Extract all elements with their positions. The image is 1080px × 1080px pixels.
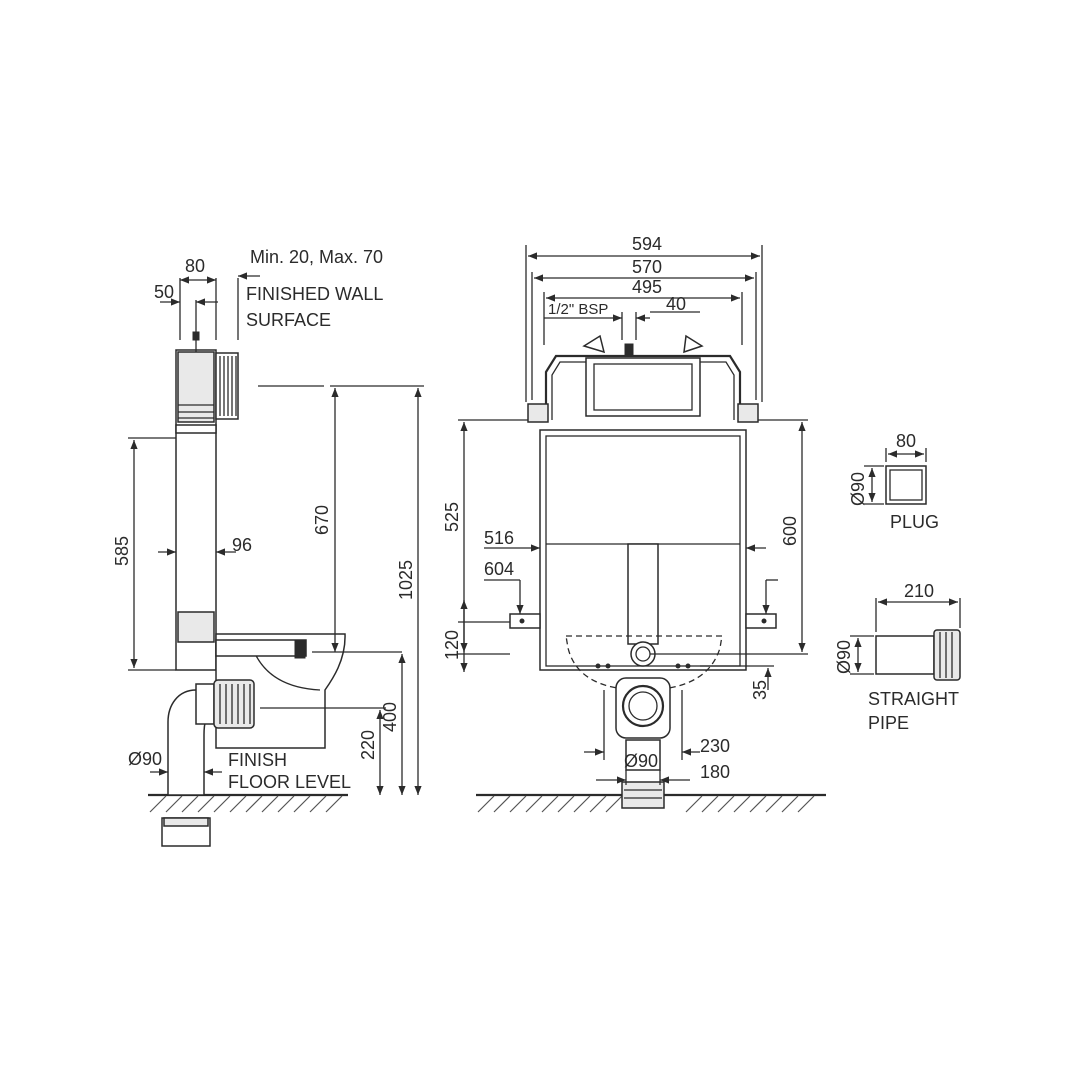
front-frame bbox=[527, 334, 759, 671]
side-dim-400-label: 400 bbox=[380, 702, 400, 732]
front-dim-35-label: 35 bbox=[750, 680, 770, 700]
pipe-dim-210: 210 bbox=[904, 581, 934, 601]
front-down-pipe bbox=[627, 543, 659, 645]
front-dim-230-label: 230 bbox=[700, 736, 730, 756]
front-waste-connector bbox=[615, 677, 671, 809]
side-finish-floor-line2: FLOOR LEVEL bbox=[228, 772, 351, 792]
side-dim-585-label: 585 bbox=[112, 536, 132, 566]
side-dim-220-label: 220 bbox=[358, 730, 378, 760]
front-dim-525-label: 525 bbox=[442, 502, 462, 532]
side-finished-wall-line2: SURFACE bbox=[246, 310, 331, 330]
pipe-label-line1: STRAIGHT bbox=[868, 689, 959, 709]
front-dim-120-label: 120 bbox=[442, 630, 462, 660]
front-dim-d90-label: Ø90 bbox=[624, 751, 658, 771]
front-dim-570: 570 bbox=[632, 257, 662, 277]
pipe-dim-d90: Ø90 bbox=[834, 640, 854, 674]
side-dim-d90-label: Ø90 bbox=[128, 749, 162, 769]
side-floor-hatch bbox=[148, 793, 348, 813]
side-dim-670 bbox=[312, 388, 402, 653]
front-dim-516-label: 516 bbox=[484, 528, 514, 548]
plug-label: PLUG bbox=[890, 512, 939, 532]
front-dim-594: 594 bbox=[632, 234, 662, 254]
plug-dim-d90: Ø90 bbox=[848, 472, 868, 506]
plug-dim-80: 80 bbox=[896, 431, 916, 451]
straight-pipe-detail bbox=[850, 598, 961, 681]
side-loose-plug bbox=[161, 817, 211, 847]
side-view: 80 50 Min. 20, Max. 70 FINISHED WALL SUR… bbox=[112, 247, 424, 847]
front-brackets bbox=[509, 613, 777, 629]
front-dim-top bbox=[525, 245, 763, 402]
front-dim-495: 495 bbox=[632, 277, 662, 297]
side-dim-top bbox=[160, 272, 260, 340]
side-frame bbox=[175, 331, 217, 671]
side-flush-plate bbox=[215, 352, 324, 420]
front-dim-600-label: 600 bbox=[780, 516, 800, 546]
side-dim-220 bbox=[260, 707, 386, 795]
front-view: 594 570 495 40 1/2" BSP 525 600 516 bbox=[442, 234, 826, 813]
side-dim-96-label: 96 bbox=[232, 535, 252, 555]
side-waste-bend bbox=[167, 679, 255, 796]
side-dim-50: 50 bbox=[154, 282, 174, 302]
side-dim-585 bbox=[128, 437, 176, 671]
pipe-label-line2: PIPE bbox=[868, 713, 909, 733]
front-dim-604-label: 604 bbox=[484, 559, 514, 579]
front-dim-120 bbox=[458, 600, 510, 672]
side-dim-1025-label: 1025 bbox=[396, 560, 416, 600]
front-bsp: 1/2" BSP bbox=[548, 301, 608, 318]
plug-detail bbox=[864, 448, 927, 505]
front-dim-35 bbox=[700, 665, 774, 690]
front-dim-180-label: 180 bbox=[700, 762, 730, 782]
front-dim-bottom bbox=[584, 690, 700, 785]
front-dim-604 bbox=[484, 579, 778, 614]
side-dim-80: 80 bbox=[185, 256, 205, 276]
side-dim-1025 bbox=[330, 385, 424, 795]
side-finish-floor-line1: FINISH bbox=[228, 750, 287, 770]
side-dim-670-label: 670 bbox=[312, 505, 332, 535]
side-wall-range: Min. 20, Max. 70 bbox=[250, 247, 383, 267]
front-dim-600 bbox=[650, 419, 808, 655]
side-finished-wall-line1: FINISHED WALL bbox=[246, 284, 383, 304]
front-dim-40: 40 bbox=[666, 294, 686, 314]
